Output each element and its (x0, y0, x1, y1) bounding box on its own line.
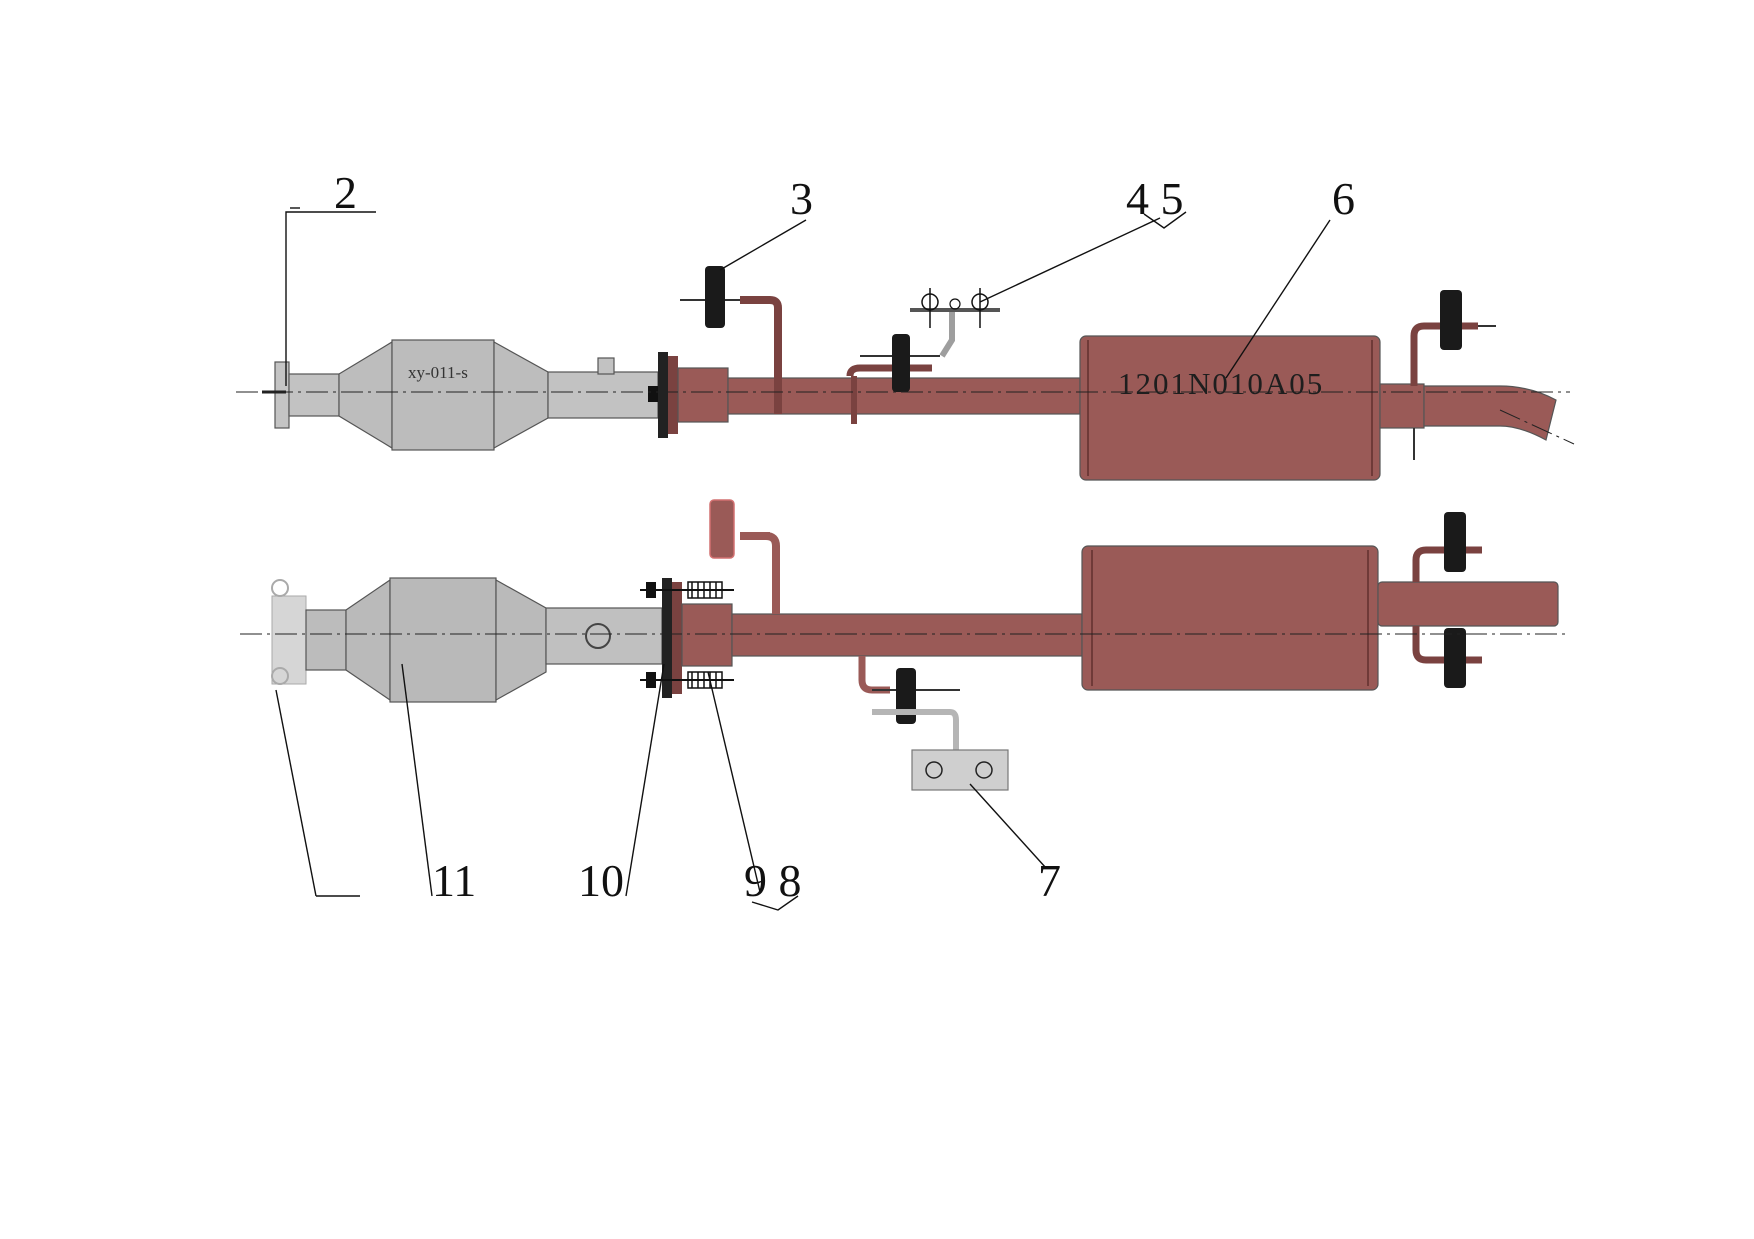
callout-10: 10 (578, 855, 624, 906)
muffler-upper: 1201N010A05 (1079, 290, 1557, 481)
leader-7 (969, 783, 1047, 869)
bracket-arm-lower (872, 709, 959, 770)
callout-6: 6 (1332, 173, 1355, 224)
leader-3 (719, 219, 807, 271)
inlet-pipe (288, 373, 340, 417)
flange-plate (668, 356, 678, 434)
bracket-arm (939, 310, 955, 358)
leader-9 (707, 671, 761, 893)
callout-labels: 2 3 4 5 6 7 9 8 10 11 (334, 167, 1355, 906)
spring-flange-lower (640, 578, 734, 698)
lower-hanger-rod (858, 656, 890, 694)
rear-hanger-rod (1410, 322, 1478, 386)
front-pipe-lower (681, 499, 1083, 791)
leader-6 (1225, 219, 1331, 379)
leader-45 (979, 217, 1161, 303)
catalytic-converter-lower (271, 577, 663, 703)
tail-pipe-lower (1377, 581, 1559, 627)
leader-45-fork (1143, 211, 1187, 229)
inlet-cone-lower (345, 578, 391, 702)
catalytic-converter-upper: xy-011-s (262, 339, 659, 451)
inlet-cone (338, 340, 393, 450)
outlet-cone-lower (495, 578, 547, 702)
outlet-cone (493, 340, 549, 450)
rubber-isolator-lower-front (709, 499, 735, 559)
converter-stamp: xy-011-s (408, 363, 468, 382)
muffler-lower (1081, 512, 1559, 691)
stud-bottom (271, 667, 289, 685)
plate-hole-left (925, 761, 943, 779)
muffler-body (1079, 335, 1381, 481)
flange-plate-lower (672, 582, 682, 694)
callout-7: 7 (1038, 855, 1061, 906)
leader-11 (401, 663, 433, 897)
muffler-part-number: 1201N010A05 (1118, 366, 1324, 401)
leader-2 (285, 211, 376, 386)
hanger-rod-2 (846, 364, 932, 377)
tail-stub (1379, 383, 1425, 429)
center-stud (949, 298, 961, 310)
plate-hole-right (975, 761, 993, 779)
lower-view (240, 499, 1566, 791)
converter-body (391, 339, 495, 451)
hanger-rod (740, 296, 782, 414)
rear-hanger-bottom (1412, 626, 1482, 664)
leader-lines (275, 207, 1331, 911)
callout-11: 11 (432, 855, 476, 906)
callout-98: 9 8 (744, 855, 802, 906)
gasket (658, 352, 668, 438)
rubber-isolator-rear-top (1444, 512, 1466, 572)
rubber-isolator-2 (892, 334, 910, 392)
leader-1 (275, 689, 317, 897)
centerline-tail-upper (1499, 409, 1575, 445)
nut-bottom (646, 672, 656, 688)
bolt-head (648, 386, 658, 402)
converter-body-lower (389, 577, 497, 703)
nut-top (646, 582, 656, 598)
muffler-body-lower (1081, 545, 1379, 691)
leader-98-fork (751, 895, 799, 911)
pipe-bell-lower (681, 603, 733, 667)
front-pipe-upper (677, 266, 1081, 424)
rubber-isolator-3 (705, 266, 725, 328)
oxygen-sensor-port (585, 623, 611, 649)
callout-3: 3 (790, 173, 813, 224)
sensor-boss (597, 357, 615, 375)
rubber-isolator-rear (1440, 290, 1462, 350)
stud-top (271, 579, 289, 597)
rubber-isolator-lower-mid (896, 668, 916, 724)
pipe-bell (677, 367, 729, 423)
front-flange (274, 361, 290, 429)
rubber-isolator-rear-bottom (1444, 628, 1466, 688)
rear-hanger-top (1412, 546, 1482, 582)
upper-view: xy-011-s (236, 266, 1575, 481)
callout-2: 2 (334, 167, 357, 218)
callout-45: 4 5 (1126, 173, 1184, 224)
front-flange-lower (271, 595, 307, 685)
gasket-lower (662, 578, 672, 698)
pipe-section-lower (731, 613, 1083, 657)
inlet-pipe-lower (305, 609, 347, 671)
tail-pipe (1423, 385, 1557, 441)
hanger-rod-lower (740, 532, 780, 614)
outlet-pipe-lower (545, 607, 663, 665)
outlet-pipe (547, 371, 659, 419)
leader-10 (625, 663, 665, 897)
